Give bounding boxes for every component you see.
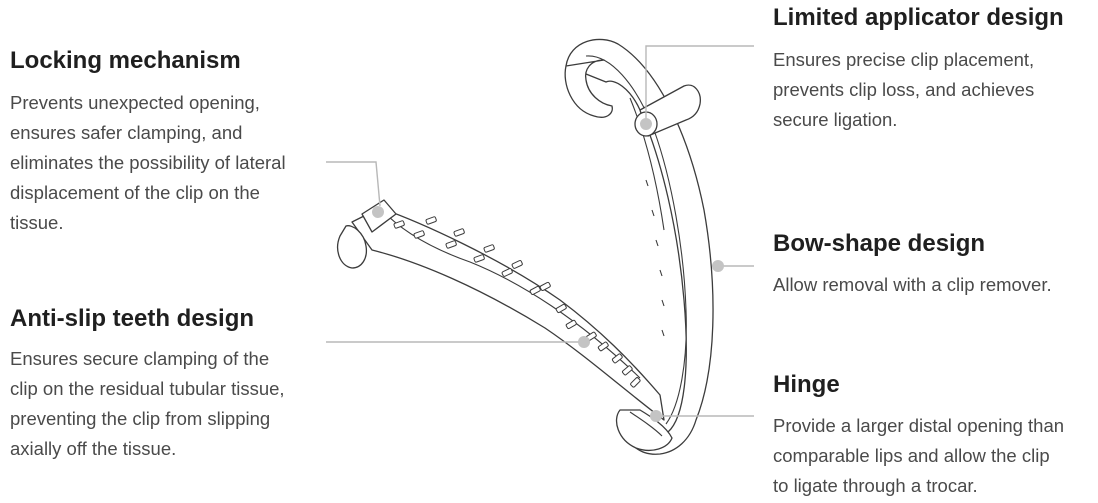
leader-limited bbox=[640, 45, 754, 130]
feature-limited-applicator: Limited applicator design Ensures precis… bbox=[773, 3, 1098, 135]
feature-anti-slip-teeth: Anti-slip teeth design Ensures secure cl… bbox=[10, 304, 330, 464]
feature-description: Ensures secure clamping of the clip on t… bbox=[10, 344, 330, 464]
description-line: Prevents unexpected opening, bbox=[10, 92, 260, 113]
description-line: eliminates the possibility of lateral bbox=[10, 152, 286, 173]
leader-hinge bbox=[650, 410, 754, 422]
feature-title: Hinge bbox=[773, 371, 840, 398]
description-line: Allow removal with a clip remover. bbox=[773, 274, 1052, 295]
feature-title: Limited applicator design bbox=[773, 4, 1064, 31]
anti-slip-teeth bbox=[393, 216, 641, 388]
description-line: preventing the clip from slipping bbox=[10, 408, 271, 429]
description-line: axially off the tissue. bbox=[10, 438, 177, 459]
description-line: Ensures precise clip placement, bbox=[773, 49, 1035, 70]
feature-bow-shape: Bow-shape design Allow removal with a cl… bbox=[773, 229, 1098, 300]
description-line: tissue. bbox=[10, 212, 64, 233]
feature-title: Anti-slip teeth design bbox=[10, 305, 255, 332]
description-line: displacement of the clip on the bbox=[10, 182, 260, 203]
description-line: to ligate through a trocar. bbox=[773, 475, 978, 496]
description-line: prevents clip loss, and achieves bbox=[773, 79, 1035, 100]
feature-description: Allow removal with a clip remover. bbox=[773, 270, 1098, 300]
feature-title: Bow-shape design bbox=[773, 230, 986, 257]
feature-description: Provide a larger distal opening than com… bbox=[773, 411, 1098, 501]
feature-description: Ensures precise clip placement, prevents… bbox=[773, 45, 1098, 135]
feature-locking-mechanism: Locking mechanism Prevents unexpected op… bbox=[10, 46, 330, 238]
ligation-clip-illustration bbox=[337, 38, 714, 455]
lock-head bbox=[337, 225, 368, 269]
feature-hinge: Hinge Provide a larger distal opening th… bbox=[773, 370, 1098, 501]
feature-description: Prevents unexpected opening, ensures saf… bbox=[10, 88, 330, 238]
leader-antislip bbox=[326, 336, 590, 348]
description-line: clip on the residual tubular tissue, bbox=[10, 378, 285, 399]
description-line: secure ligation. bbox=[773, 109, 898, 130]
feature-title: Locking mechanism bbox=[10, 47, 241, 74]
description-line: Ensures secure clamping of the bbox=[10, 348, 270, 369]
applicator-hook bbox=[564, 59, 613, 118]
description-line: ensures safer clamping, and bbox=[10, 122, 243, 143]
leader-locking bbox=[326, 161, 384, 218]
description-line: Provide a larger distal opening than bbox=[773, 415, 1065, 436]
description-line: comparable lips and allow the clip bbox=[773, 445, 1050, 466]
lower-jaw bbox=[351, 207, 665, 421]
leader-bow bbox=[712, 260, 754, 272]
